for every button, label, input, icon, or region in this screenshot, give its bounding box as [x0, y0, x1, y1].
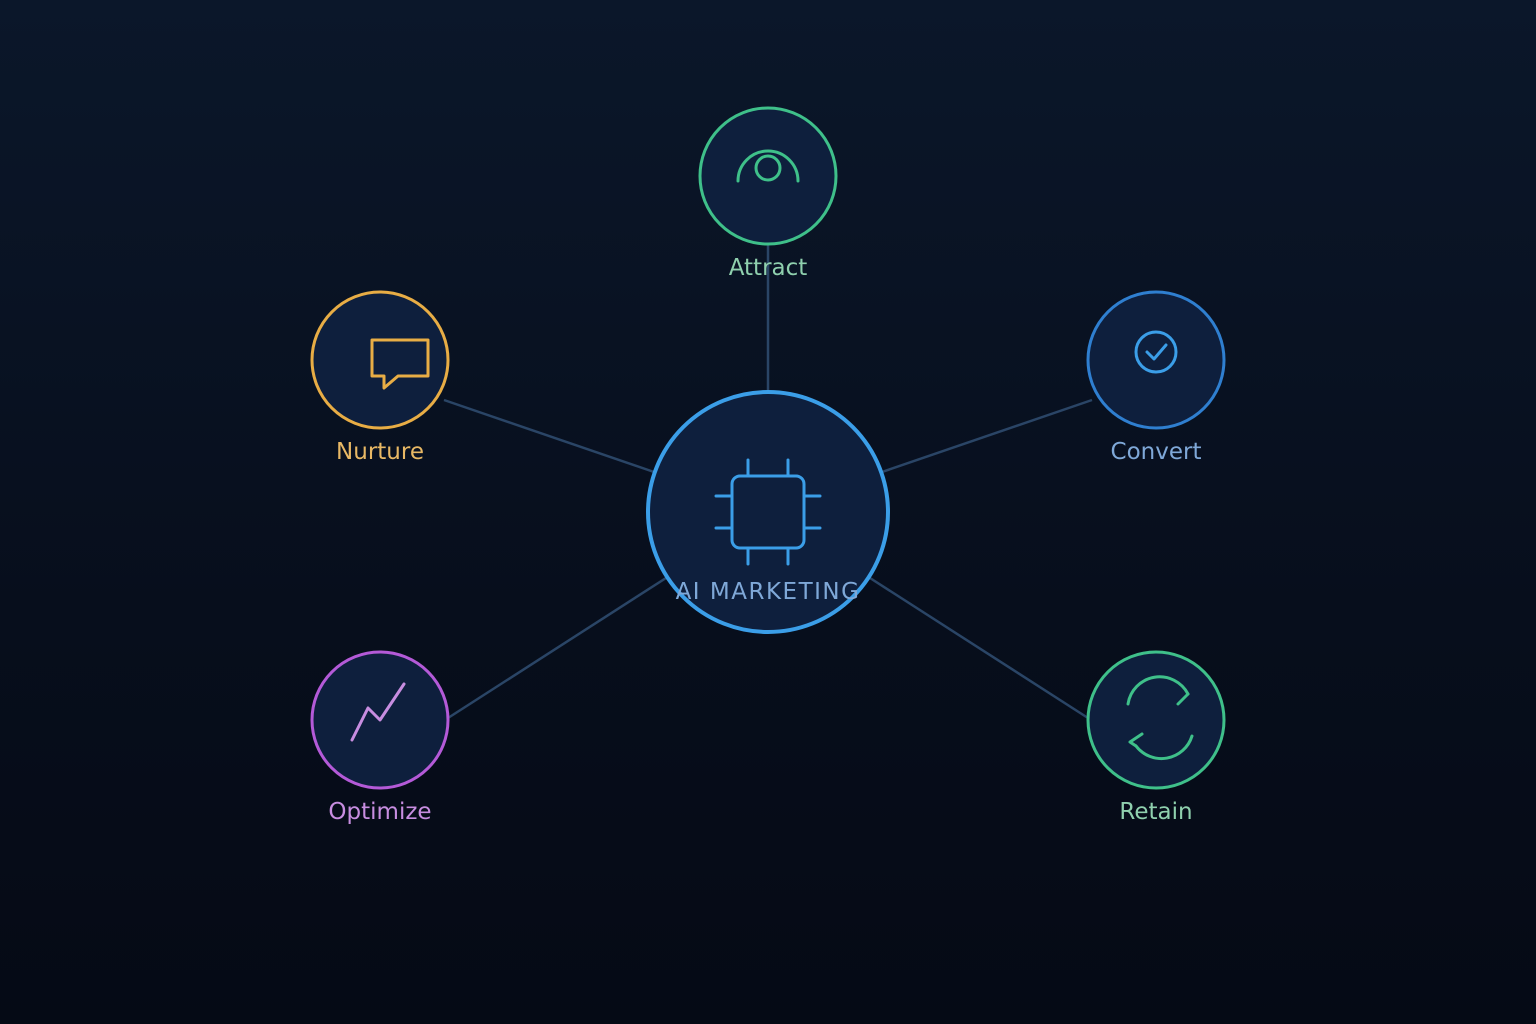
node-nurture-label: Nurture [336, 439, 424, 465]
hub-node: AI MARKETING [646, 390, 890, 634]
node-attract-circle [698, 106, 838, 246]
connectors [443, 245, 1093, 720]
connector-nurture [443, 398, 655, 474]
node-retain: Retain [1086, 650, 1226, 825]
chip-icon [714, 458, 822, 566]
node-convert: Convert [1086, 290, 1226, 465]
hub-label: AI MARKETING [676, 579, 861, 605]
node-retain-label: Retain [1119, 799, 1192, 825]
trend-icon [350, 682, 406, 742]
connector-convert [881, 398, 1093, 474]
node-attract-label: Attract [729, 255, 808, 281]
check-circle-icon [1134, 330, 1178, 374]
node-convert-circle [1086, 290, 1226, 430]
connector-retain [869, 576, 1089, 720]
node-optimize: Optimize [310, 650, 450, 825]
node-retain-circle [1086, 650, 1226, 790]
connector-optimize [447, 576, 667, 720]
refresh-icon [1126, 675, 1194, 761]
node-nurture: Nurture [310, 290, 450, 465]
hub-circle [646, 390, 890, 634]
node-attract: Attract [698, 106, 838, 281]
node-optimize-label: Optimize [328, 799, 431, 825]
chat-bubble-icon [370, 338, 430, 390]
node-nurture-circle [310, 290, 450, 430]
eye-icon [736, 149, 800, 183]
node-convert-label: Convert [1111, 439, 1202, 465]
